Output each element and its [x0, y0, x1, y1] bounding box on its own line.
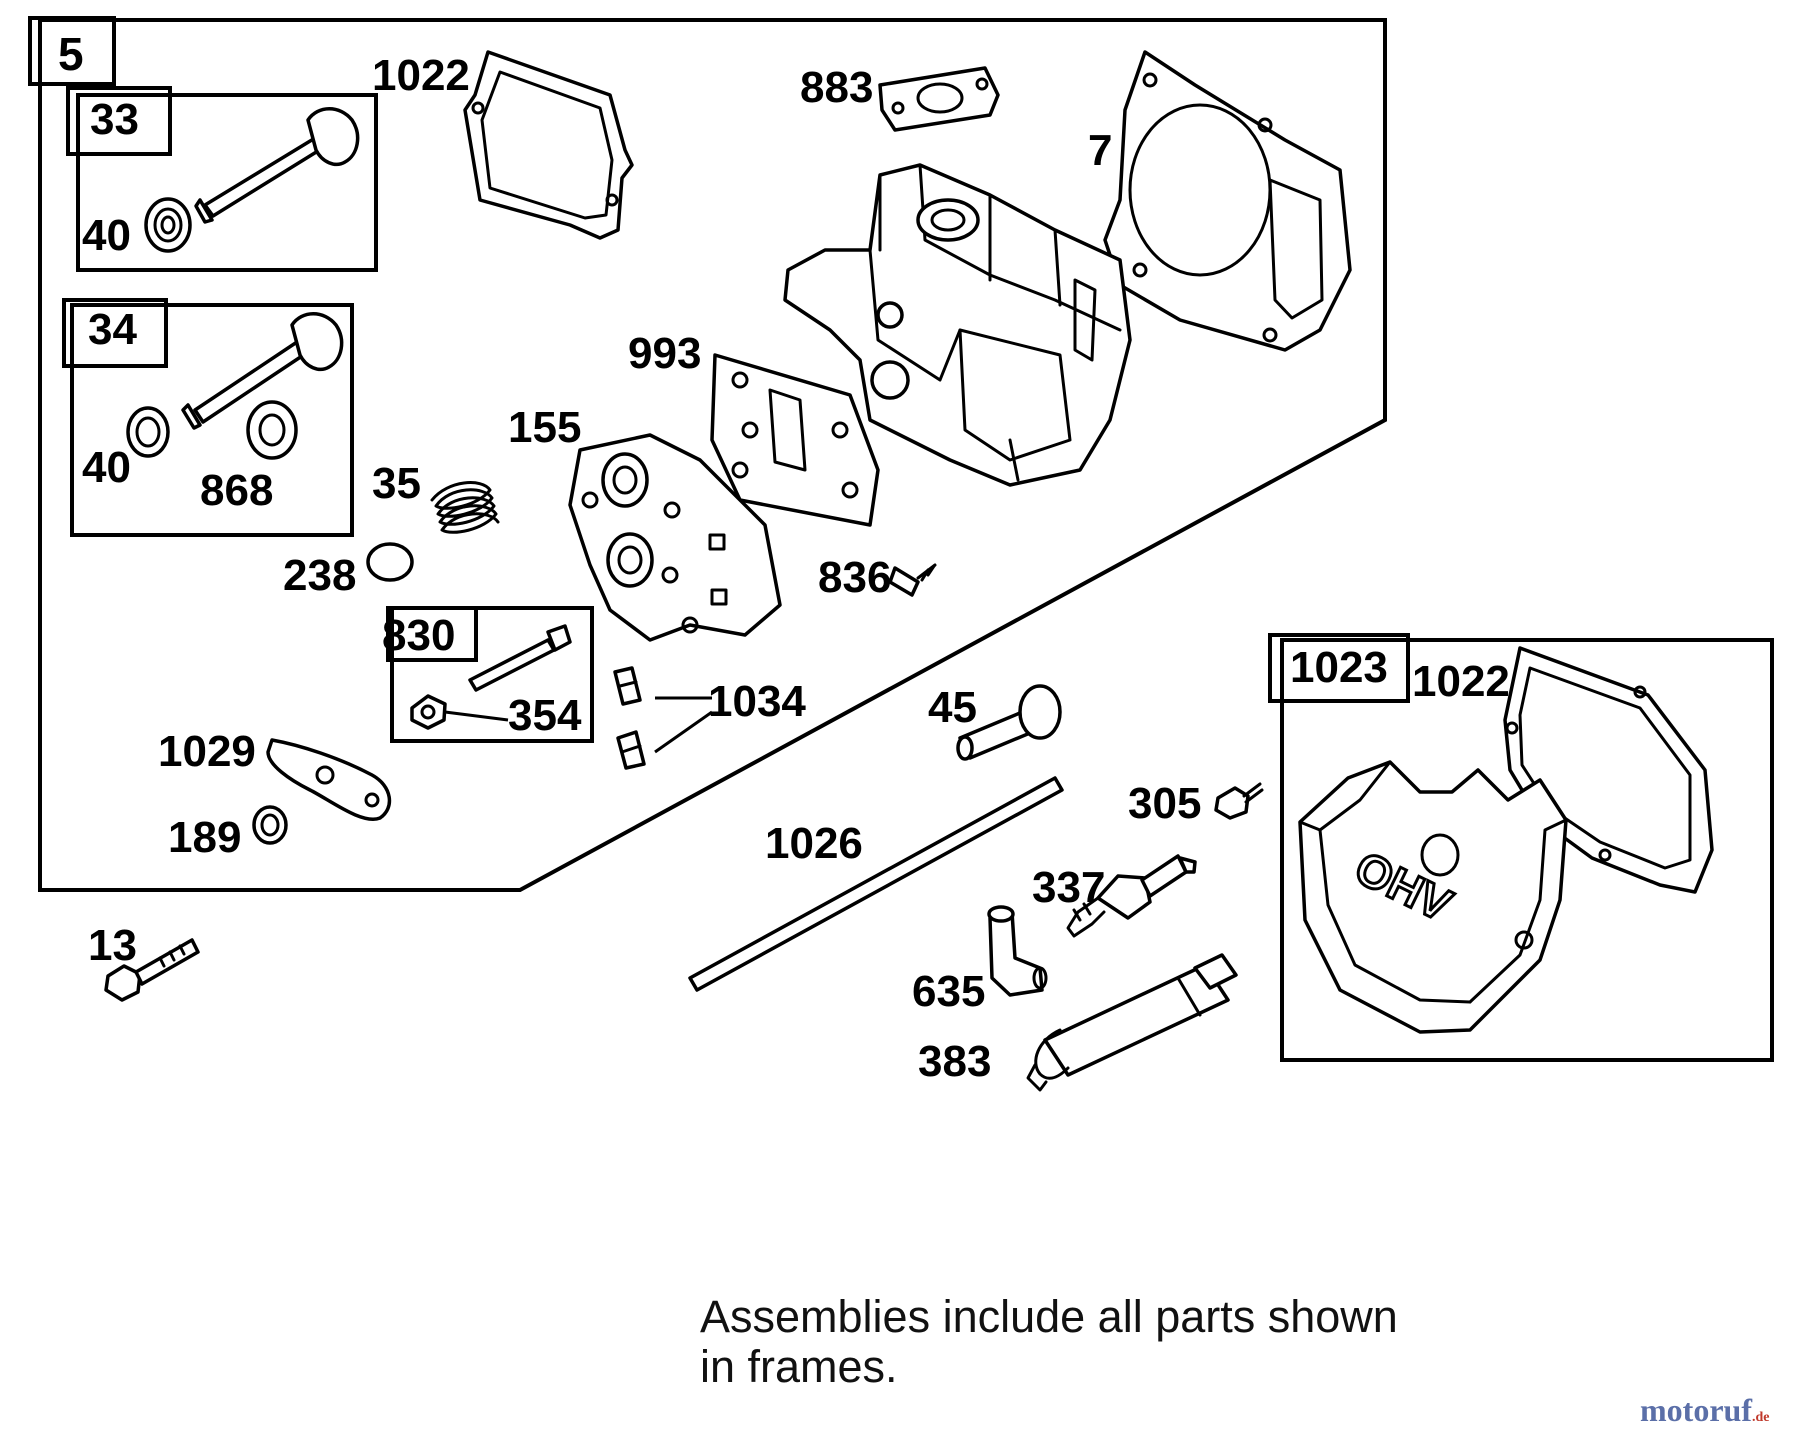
breather-elbow-635 — [987, 905, 1048, 997]
spark-plug-337 — [1066, 854, 1197, 938]
label-189: 189 — [168, 813, 241, 862]
label-7: 7 — [1088, 126, 1112, 175]
label-35: 35 — [372, 459, 421, 508]
frame-assembly-34 — [70, 303, 354, 537]
label-883: 883 — [800, 63, 873, 112]
label-993: 993 — [628, 329, 701, 378]
cylinder-head — [783, 163, 1132, 487]
label-13: 13 — [88, 921, 137, 970]
brand-suffix: .de — [1751, 1410, 1770, 1425]
frame-label-box-830 — [386, 606, 478, 662]
label-1034: 1034 — [708, 677, 806, 726]
valve-seal-868 — [246, 400, 298, 460]
valve-spring-35 — [430, 481, 500, 534]
label-337: 337 — [1032, 863, 1105, 912]
intake-gasket-883 — [878, 66, 1000, 132]
label-868: 868 — [200, 466, 273, 515]
label-1022b: 1022 — [1412, 657, 1510, 706]
frame-label-box-5 — [28, 16, 116, 86]
label-33: 33 — [90, 95, 139, 144]
screw-305 — [1214, 782, 1264, 820]
label-354: 354 — [508, 691, 582, 740]
label-1023: 1023 — [1290, 643, 1388, 692]
label-155: 155 — [508, 403, 581, 452]
leader-1034b — [654, 710, 713, 754]
label-305: 305 — [1128, 779, 1201, 828]
label-5: 5 — [58, 28, 84, 80]
label-635: 635 — [912, 967, 985, 1016]
motoruf-logo: motoruf.de — [1640, 1392, 1769, 1429]
frame-assembly-5 — [38, 18, 1387, 892]
clip-1034a — [613, 666, 642, 706]
gasket-993 — [710, 353, 880, 527]
compression-release-383 — [1026, 953, 1238, 1092]
note-line-2: in frames. — [700, 1341, 898, 1392]
screw-836 — [888, 563, 937, 597]
exhaust-valve — [181, 312, 344, 430]
cap-238 — [366, 542, 414, 582]
label-40a: 40 — [82, 211, 131, 260]
frame-label-box-34 — [62, 298, 168, 368]
rocker-cover-gasket-1022a — [463, 50, 634, 240]
frame-assembly-830 — [390, 606, 594, 743]
intake-valve — [194, 107, 360, 224]
cover-plate-155 — [568, 433, 782, 642]
label-45: 45 — [928, 683, 977, 732]
frame-label-box-33 — [66, 86, 172, 156]
label-34: 34 — [88, 305, 137, 354]
assemblies-note: Assemblies include all parts shown in fr… — [700, 1292, 1520, 1392]
label-40b: 40 — [82, 443, 131, 492]
valve-spring-retainer-40a — [144, 197, 192, 253]
note-line-1: Assemblies include all parts shown — [700, 1291, 1398, 1342]
nut-354 — [410, 694, 509, 730]
bolt-13 — [104, 938, 200, 1002]
frame-assembly-33 — [76, 93, 378, 272]
push-rod-1026 — [688, 776, 1064, 992]
label-1029: 1029 — [158, 727, 256, 776]
label-830: 830 — [382, 611, 455, 660]
frame-assembly-1023 — [1280, 638, 1774, 1062]
pivot-189 — [252, 805, 288, 845]
rocker-arm-1029 — [266, 738, 392, 821]
label-238: 238 — [283, 551, 356, 600]
label-1022a: 1022 — [372, 51, 470, 100]
label-836: 836 — [818, 553, 891, 602]
clip-1034b — [616, 730, 646, 770]
label-1026: 1026 — [765, 819, 863, 868]
head-gasket-7 — [1103, 50, 1352, 352]
valve-spring-retainer-40b — [126, 406, 170, 458]
tappet-45 — [956, 684, 1062, 761]
rocker-stud-830 — [468, 624, 572, 692]
rocker-cover-ohv: OHV — [1298, 760, 1568, 1034]
brand-name: motoruf — [1640, 1392, 1752, 1428]
label-383: 383 — [918, 1037, 991, 1086]
frame-label-box-1023 — [1268, 633, 1410, 703]
